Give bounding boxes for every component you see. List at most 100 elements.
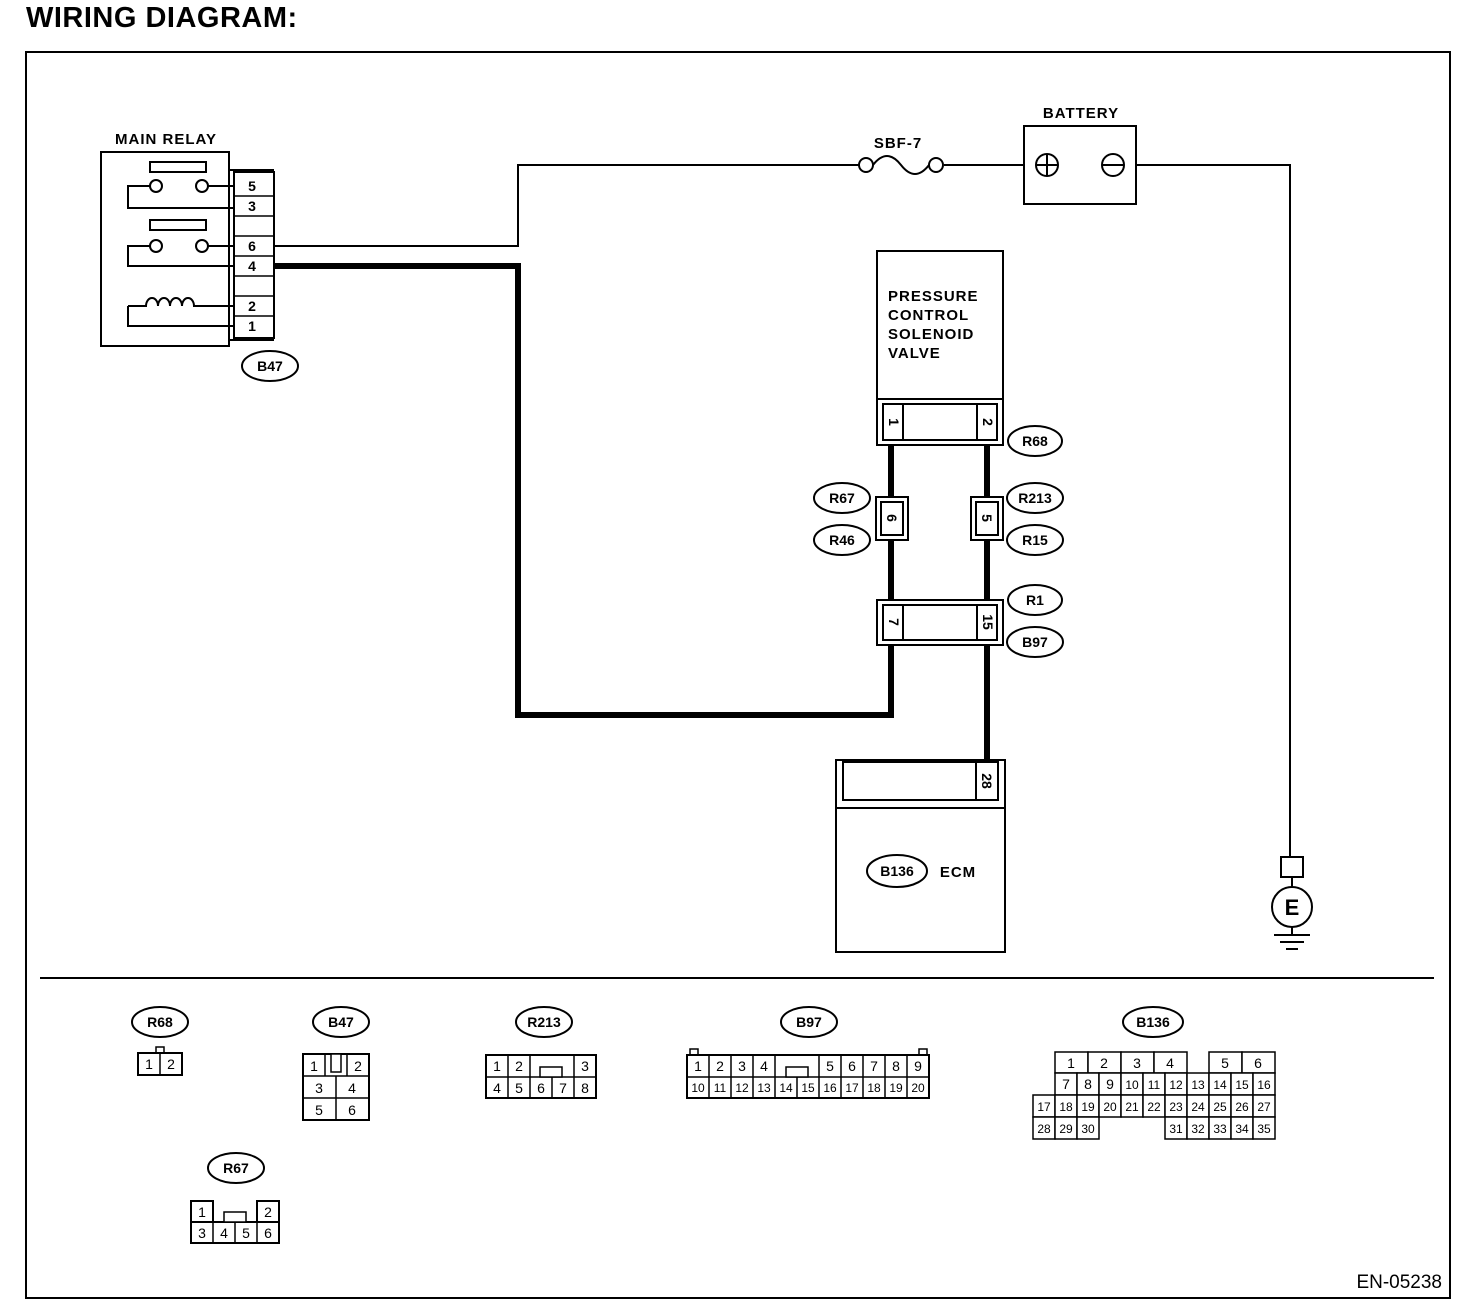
connector-cell: 15	[1235, 1078, 1249, 1092]
connector-cell: 2	[354, 1058, 362, 1074]
fuse-label: SBF-7	[874, 135, 922, 152]
connector-cell: 9	[1106, 1076, 1114, 1092]
solenoid-pin: 2	[980, 418, 996, 426]
connector-cell: 5	[242, 1225, 250, 1241]
solenoid-label-line: PRESSURE	[888, 288, 979, 305]
connector-cell: 5	[515, 1080, 523, 1096]
connector-cell: 13	[757, 1081, 771, 1095]
connector-view-r67: R67 1 2 3 4 5 6	[190, 1152, 280, 1244]
connector-cell: 4	[220, 1225, 228, 1241]
main-relay-label: MAIN RELAY	[115, 131, 217, 148]
connector-cell: 13	[1191, 1078, 1205, 1092]
connector-cell: 6	[348, 1102, 356, 1118]
connector-cell: 11	[714, 1081, 727, 1095]
connector-cell: 9	[914, 1058, 922, 1074]
junction-connector-r1-b97: 7 15 R1 B97	[876, 584, 1064, 658]
connector-cell: 6	[264, 1225, 272, 1241]
connector-cell: 21	[1125, 1100, 1139, 1114]
connector-cell: 6	[537, 1080, 545, 1096]
connector-tag-b97: B97	[1022, 634, 1048, 650]
connector-cell: 1	[310, 1058, 318, 1074]
connector-cell: 7	[1062, 1076, 1070, 1092]
connector-cell: 32	[1191, 1122, 1205, 1136]
connector-cell: 5	[1221, 1055, 1229, 1071]
connector-view-b136: B136	[1032, 1006, 1276, 1140]
connector-cell: 1	[198, 1204, 206, 1220]
connector-view-id: R67	[223, 1160, 249, 1176]
connector-cell: 2	[515, 1058, 523, 1074]
connector-cell: 3	[198, 1225, 206, 1241]
ground-label: E	[1285, 895, 1300, 920]
connector-cell: 29	[1059, 1122, 1073, 1136]
connector-cell: 16	[823, 1081, 837, 1095]
connector-view-id: B47	[328, 1014, 354, 1030]
connector-view-id: R68	[147, 1014, 173, 1030]
relay-pin: 6	[248, 238, 256, 254]
connector-tag-r213: R213	[1018, 490, 1052, 506]
connector-cell: 22	[1147, 1100, 1161, 1114]
connector-tag-r68: R68	[1022, 433, 1048, 449]
connector-cell: 2	[167, 1056, 175, 1072]
connector-cell: 11	[1148, 1078, 1161, 1092]
connector-cell: 2	[716, 1058, 724, 1074]
connector-cell: 16	[1257, 1078, 1271, 1092]
relay-pin: 3	[248, 198, 256, 214]
connector-cell: 6	[848, 1058, 856, 1074]
connector-view-id: R213	[527, 1014, 561, 1030]
junction-pin: 15	[980, 614, 996, 630]
battery-negative-icon	[1101, 153, 1125, 177]
joint-connector-left: 6 R67 R46	[813, 482, 909, 556]
main-relay: MAIN RELAY 5 3 6 4 2 1 B47	[100, 131, 299, 382]
connector-cell: 8	[1084, 1076, 1092, 1092]
connector-cell: 5	[315, 1102, 323, 1118]
connector-cell: 20	[911, 1081, 925, 1095]
connector-tag-r15: R15	[1022, 532, 1048, 548]
connector-cell: 35	[1257, 1122, 1271, 1136]
connector-cell: 3	[1133, 1055, 1141, 1071]
connector-cell: 19	[889, 1081, 903, 1095]
connector-cell: 10	[691, 1081, 705, 1095]
wire-relay4-junction7	[274, 263, 894, 718]
connector-cell: 7	[559, 1080, 567, 1096]
connector-view-id: B136	[1136, 1014, 1170, 1030]
joint-right-pin: 5	[979, 514, 995, 522]
joint-left-pin: 6	[884, 514, 900, 522]
connector-cell: 18	[867, 1081, 881, 1095]
fuse-sbf7: SBF-7	[858, 135, 944, 175]
connector-cell: 4	[760, 1058, 768, 1074]
battery: BATTERY	[1023, 105, 1137, 205]
connector-cell: 14	[1213, 1078, 1227, 1092]
connector-cell: 17	[1037, 1100, 1051, 1114]
connector-cell: 4	[493, 1080, 501, 1096]
connector-view-b97: B97 1 2 3 4 5 6 7 8 9 10	[686, 1006, 930, 1099]
connector-cell: 19	[1081, 1100, 1095, 1114]
connector-cell: 10	[1125, 1078, 1139, 1092]
connector-tag-r46: R46	[829, 532, 855, 548]
connector-cell: 14	[779, 1081, 793, 1095]
connector-tag-r1: R1	[1026, 592, 1044, 608]
connector-cell: 8	[892, 1058, 900, 1074]
connector-cell: 3	[581, 1058, 589, 1074]
connector-view-r68: R68 1 2	[131, 1006, 189, 1076]
connector-cell: 34	[1235, 1122, 1249, 1136]
connector-tag-r67: R67	[829, 490, 855, 506]
connector-cell: 12	[735, 1081, 749, 1095]
connector-cell: 1	[145, 1056, 153, 1072]
connector-tag-b47: B47	[257, 358, 283, 374]
connector-cell: 17	[845, 1081, 859, 1095]
connector-cell: 5	[826, 1058, 834, 1074]
figure-code: EN-05238	[1356, 1272, 1442, 1293]
connector-cell: 1	[493, 1058, 501, 1074]
page-title: WIRING DIAGRAM:	[26, 2, 298, 34]
connector-cell: 30	[1081, 1122, 1095, 1136]
ecm-pin: 28	[979, 773, 995, 789]
connector-cell: 3	[738, 1058, 746, 1074]
solenoid-label-line: SOLENOID	[888, 326, 974, 343]
ecm-label: ECM	[940, 864, 976, 881]
connector-cell: 7	[870, 1058, 878, 1074]
solenoid-pin: 1	[886, 418, 902, 426]
ground-icon: E	[1271, 856, 1313, 950]
connector-cell: 6	[1254, 1055, 1262, 1071]
connector-cell: 1	[694, 1058, 702, 1074]
